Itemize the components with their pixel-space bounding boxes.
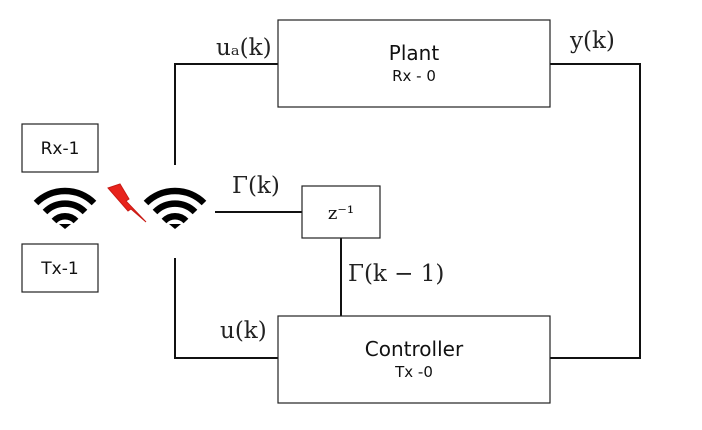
- plant-block: Plant Rx - 0: [277, 19, 551, 108]
- tx1-box: Tx-1: [21, 243, 99, 293]
- signal-y: y(k): [569, 28, 615, 54]
- controller-title: Controller: [365, 337, 464, 361]
- plant-subtitle: Rx - 0: [392, 67, 436, 85]
- signal-ua: uₐ(k): [216, 35, 272, 61]
- controller-block: Controller Tx -0: [277, 315, 551, 404]
- rx1-box: Rx-1: [21, 123, 99, 173]
- lightning-icon: [107, 183, 147, 223]
- wifi-icon: [33, 187, 97, 229]
- signal-gamma: Γ(k): [232, 173, 280, 199]
- delay-block: z⁻¹: [301, 185, 381, 239]
- plant-output-wire: [550, 63, 641, 359]
- plant-title: Plant: [389, 41, 440, 65]
- controller-output-wire: [174, 258, 278, 359]
- tx1-label: Tx-1: [40, 259, 78, 279]
- rx1-label: Rx-1: [41, 139, 80, 159]
- controller-subtitle: Tx -0: [394, 363, 433, 381]
- signal-gamma-prev: Γ(k − 1): [348, 261, 444, 287]
- plant-input-wire: [174, 63, 278, 165]
- delay-label: z⁻¹: [328, 203, 354, 224]
- wifi-icon: [143, 187, 207, 229]
- signal-u: u(k): [220, 318, 267, 344]
